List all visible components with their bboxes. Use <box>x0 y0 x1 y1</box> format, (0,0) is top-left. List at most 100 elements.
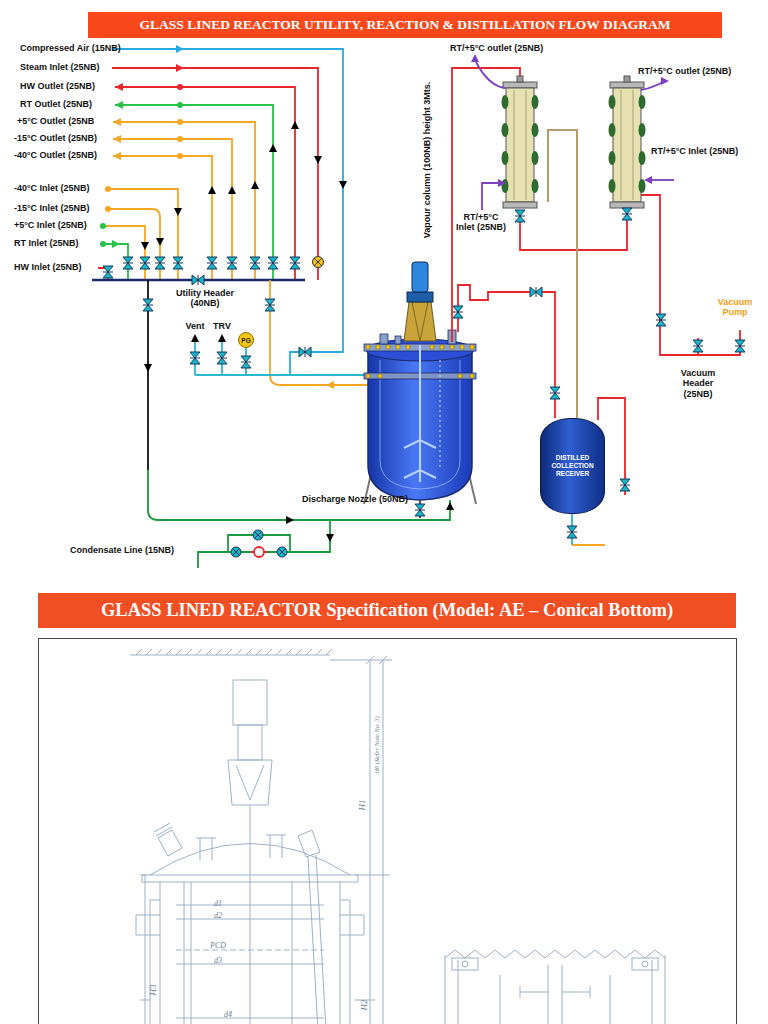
flow-arrow <box>269 144 277 152</box>
technical-drawing <box>184 882 292 1024</box>
dimension-label: H3 <box>148 985 158 996</box>
spec-frame <box>39 639 737 1024</box>
receiver-vessel: DISTILLED COLLECTION RECEIVER <box>540 418 605 514</box>
technical-drawing <box>228 760 272 805</box>
flow-arrow <box>446 502 454 510</box>
flow-arrow <box>314 156 322 164</box>
coolant-arrow <box>475 60 674 210</box>
distillation-pipes <box>452 68 740 545</box>
pipe-label: -15°C Outlet (25NB) <box>14 133 97 143</box>
coolant-arrow <box>475 60 505 88</box>
condensate-valves <box>277 547 287 557</box>
pipe-label: Condensate Line (15NB) <box>70 545 174 555</box>
valve-symbol <box>155 257 165 269</box>
dimension-label: H6 (Refer Note No. 3) <box>373 716 380 774</box>
valve-symbol <box>103 266 113 278</box>
title-text: GLASS LINED REACTOR UTILITY, REACTION & … <box>140 17 671 33</box>
dimension-label: d3 <box>214 956 222 965</box>
pipe-label: RT Inlet (25NB) <box>14 238 79 248</box>
utility-pipes <box>115 105 273 280</box>
technical-drawing <box>520 965 590 1024</box>
flow-artwork <box>502 76 539 208</box>
dot-marker <box>177 84 183 90</box>
technical-drawing <box>445 955 665 1024</box>
valve-symbol <box>620 479 630 491</box>
technical-drawing <box>445 950 665 958</box>
technical-drawing <box>462 961 468 967</box>
jacket-pipes <box>198 520 330 568</box>
distillation-pipes <box>572 544 605 546</box>
flow-arrow <box>176 45 184 53</box>
flow-arrow <box>208 186 216 194</box>
technical-drawing <box>136 649 332 655</box>
technical-drawing <box>140 875 150 1024</box>
pipe-label: -40°C Inlet (25NB) <box>14 183 90 193</box>
reactor-vessel <box>380 334 388 344</box>
utility-pipes <box>317 268 319 280</box>
valve-symbol <box>265 299 275 311</box>
pipe-label: HW Outlet (25NB) <box>20 81 95 91</box>
condensate-valves <box>279 549 286 556</box>
technical-drawing <box>176 950 324 951</box>
valve-symbol <box>217 352 227 364</box>
valve-symbol <box>143 299 311 368</box>
flange-bolts <box>366 345 370 349</box>
pipe-label: Vacuum Pump <box>712 297 758 318</box>
utility-pipes <box>100 244 128 280</box>
dot-marker <box>177 153 183 159</box>
valve-symbol <box>190 352 200 364</box>
pipe-label: Vacuum Header (25NB) <box>672 368 724 399</box>
dimension-label: d4 <box>224 1010 232 1019</box>
flange-bolts <box>458 374 462 378</box>
valve-symbol <box>140 257 150 269</box>
coolant-arrow <box>641 82 663 90</box>
condensate-valves <box>233 549 240 556</box>
heading-band: GLASS LINED REACTOR Specification (Model… <box>38 593 736 628</box>
flange-bolts <box>470 345 474 349</box>
dimension-label: H1 <box>357 800 367 811</box>
pipe-label: -40°C Outlet (25NB) <box>14 150 97 160</box>
valve-symbol <box>299 347 311 357</box>
valve-symbol <box>227 257 237 269</box>
flow-arrow <box>218 334 226 342</box>
distillation-pipes <box>458 285 555 418</box>
distillation-pipes <box>641 195 740 355</box>
flow-arrow <box>174 208 182 216</box>
condensate-valves <box>253 530 263 540</box>
flange-bolts <box>470 374 474 378</box>
reactor-vessel <box>404 302 436 341</box>
pipe-label: Discharge Nozzle (50NB) <box>300 494 410 504</box>
flow-arrow <box>326 534 334 542</box>
flow-arrow <box>156 238 164 246</box>
reactor-vessel <box>404 440 436 478</box>
valve-symbol <box>735 340 745 352</box>
coolant-arrow <box>471 54 479 62</box>
flow-arrow <box>286 516 294 524</box>
valve-symbol <box>622 208 632 220</box>
reactor-vessel <box>364 262 476 518</box>
flow-arrow <box>191 334 199 342</box>
steam-trap <box>313 257 324 268</box>
dot-marker <box>177 102 183 108</box>
flow-arrow <box>113 135 121 143</box>
heading-text: GLASS LINED REACTOR Specification (Model… <box>101 600 673 621</box>
utility-pipes <box>98 49 343 375</box>
gauge-circle: PG <box>238 332 254 348</box>
coolant-arrow <box>644 176 652 184</box>
utility-pipes <box>106 209 160 280</box>
flow-arrow <box>144 364 152 372</box>
pipe-label: Steam Inlet (25NB) <box>20 62 100 72</box>
technical-drawing <box>196 835 286 860</box>
reactor-vessel <box>412 302 428 341</box>
valve-symbol <box>123 257 133 269</box>
reactor-vessel <box>419 345 421 482</box>
title-band: GLASS LINED REACTOR UTILITY, REACTION & … <box>88 12 722 38</box>
technical-drawing <box>330 656 392 1024</box>
condensate-valves <box>255 532 262 539</box>
valve-symbol <box>290 257 300 269</box>
valve-symbol <box>656 314 666 326</box>
technical-drawing <box>632 958 658 970</box>
flow-arrow <box>115 101 123 109</box>
technical-drawing <box>176 905 324 1018</box>
